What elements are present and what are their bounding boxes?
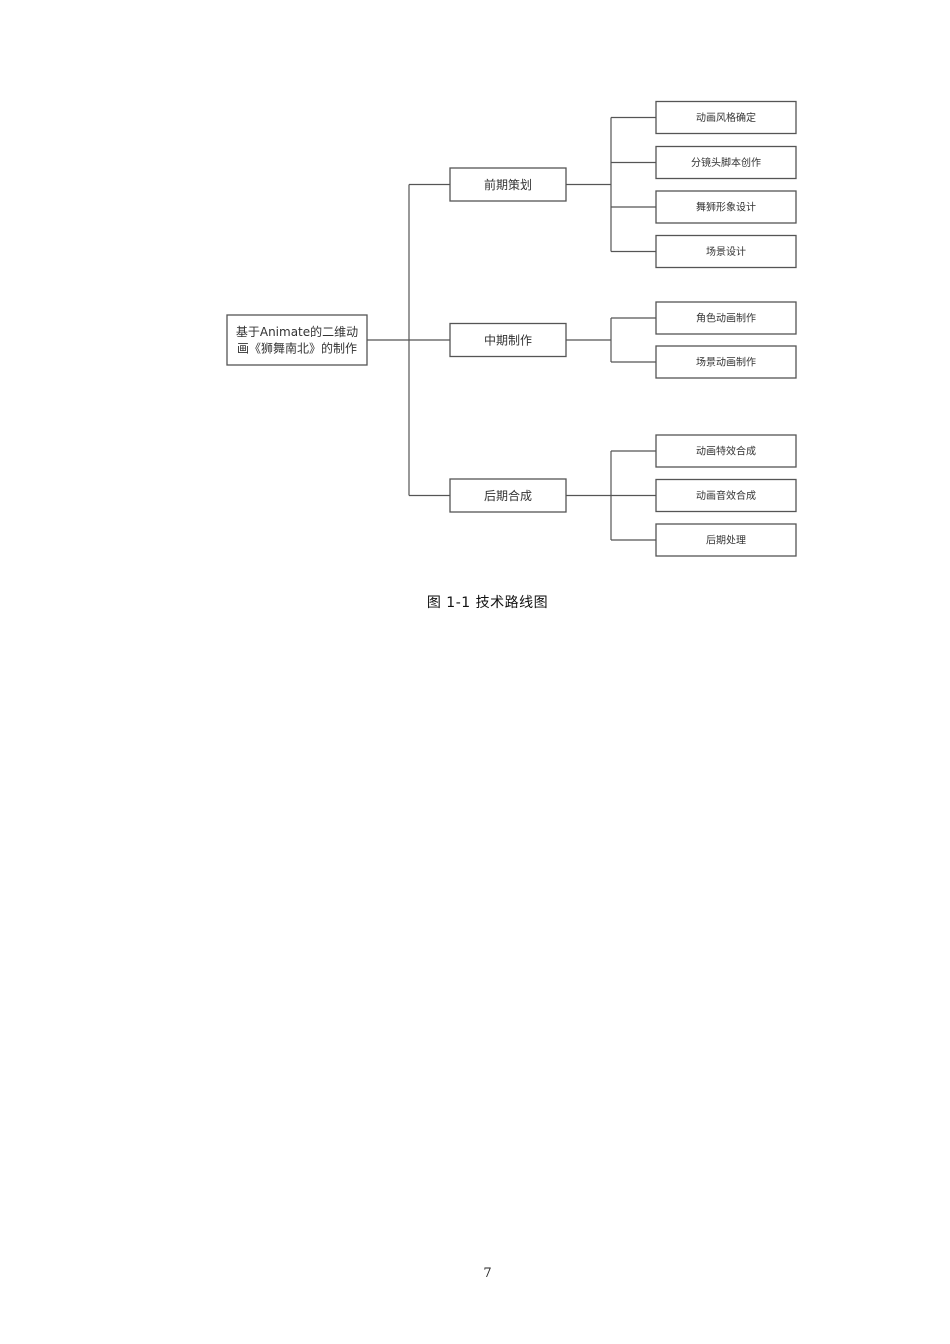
task-node-2-2-label: 场景动画制作 [696,356,756,369]
stage-node-2-label: 中期制作 [484,332,532,347]
root-node-label: 画《狮舞南北》的制作 [237,340,357,355]
task-node-1-3: 舞狮形象设计 [655,190,797,224]
task-node-2-2: 场景动画制作 [655,345,797,379]
task-node-1-2: 分镜头脚本创作 [655,145,797,180]
task-node-1-3-label: 舞狮形象设计 [696,201,756,214]
task-node-1-3-box [655,190,797,224]
task-node-3-2: 动画音效合成 [655,478,797,513]
task-node-3-1-box [655,434,797,468]
task-node-2-1-label: 角色动画制作 [696,312,756,325]
page-number: 7 [483,1266,492,1281]
task-node-3-3: 后期处理 [655,523,797,557]
stage-node-2-box [449,322,567,358]
task-node-1-4: 场景设计 [655,234,797,269]
stage-node-3-label: 后期合成 [484,488,532,503]
task-node-1-4-label: 场景设计 [706,245,746,258]
task-node-1-2-label: 分镜头脚本创作 [691,156,761,169]
task-node-3-3-box [655,523,797,557]
task-node-1-1-label: 动画风格确定 [696,111,756,124]
stage-node-1-label: 前期策划 [484,177,532,192]
task-node-1-1-box [655,100,797,135]
task-node-1-4-box [655,234,797,269]
task-node-3-2-label: 动画音效合成 [696,489,756,502]
task-node-1-1: 动画风格确定 [655,100,797,135]
root-node-label: 基于Animate的二维动 [236,324,358,339]
task-node-2-1-box [655,301,797,335]
stage-node-2: 中期制作 [449,322,567,358]
stage-node-1-box [449,167,567,202]
task-node-3-1-label: 动画特效合成 [696,445,756,458]
stage-node-3-box [449,478,567,513]
task-node-1-2-box [655,145,797,180]
task-node-2-2-box [655,345,797,379]
task-node-3-3-label: 后期处理 [706,535,746,547]
connector-lines [367,116,656,541]
task-node-3-1: 动画特效合成 [655,434,797,468]
stage-node-3: 后期合成 [449,478,567,513]
root-node-box [226,314,368,366]
task-node-3-2-box [655,478,797,513]
stage-node-1: 前期策划 [449,167,567,202]
task-node-2-1: 角色动画制作 [655,301,797,335]
figure-caption: 图 1-1 技术路线图 [426,595,549,611]
